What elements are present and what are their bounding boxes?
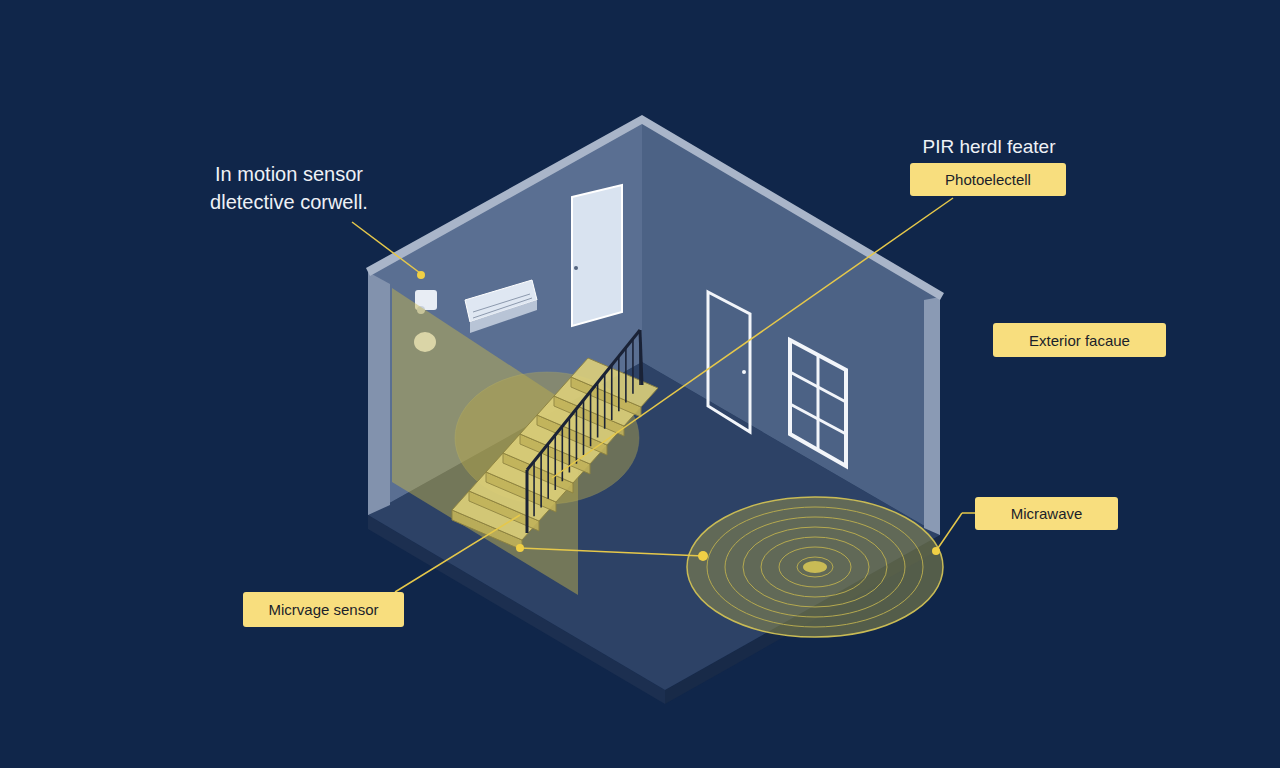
- railing: [527, 330, 642, 533]
- door: [708, 292, 750, 432]
- callout-box: Micrvage sensor: [243, 592, 404, 627]
- callout-text: Micrvage sensor: [268, 601, 378, 618]
- callout-box: Photoelectell: [910, 163, 1066, 196]
- ac-unit: [465, 280, 537, 333]
- window: [790, 340, 846, 466]
- callout-text: Micrawave: [1011, 505, 1083, 522]
- leader-line: [352, 198, 975, 592]
- callout-label: In motion sensor dletective corwell.: [174, 160, 404, 216]
- callout-box: Exterior facaue: [993, 323, 1166, 357]
- callout-text: Photoelectell: [945, 171, 1031, 188]
- wall-top: [366, 115, 944, 300]
- door: [572, 185, 622, 326]
- right-wall-edge: [924, 297, 940, 535]
- right-wall: [642, 120, 940, 535]
- stairs: [452, 358, 658, 550]
- callout-label: PIR herdl feater: [889, 135, 1089, 159]
- microwave-zone: [687, 497, 943, 637]
- leader-dot: [417, 271, 940, 561]
- callout-box: Micrawave: [975, 497, 1118, 530]
- left-wall-edge: [368, 272, 390, 515]
- callout-text: Exterior facaue: [1029, 332, 1130, 349]
